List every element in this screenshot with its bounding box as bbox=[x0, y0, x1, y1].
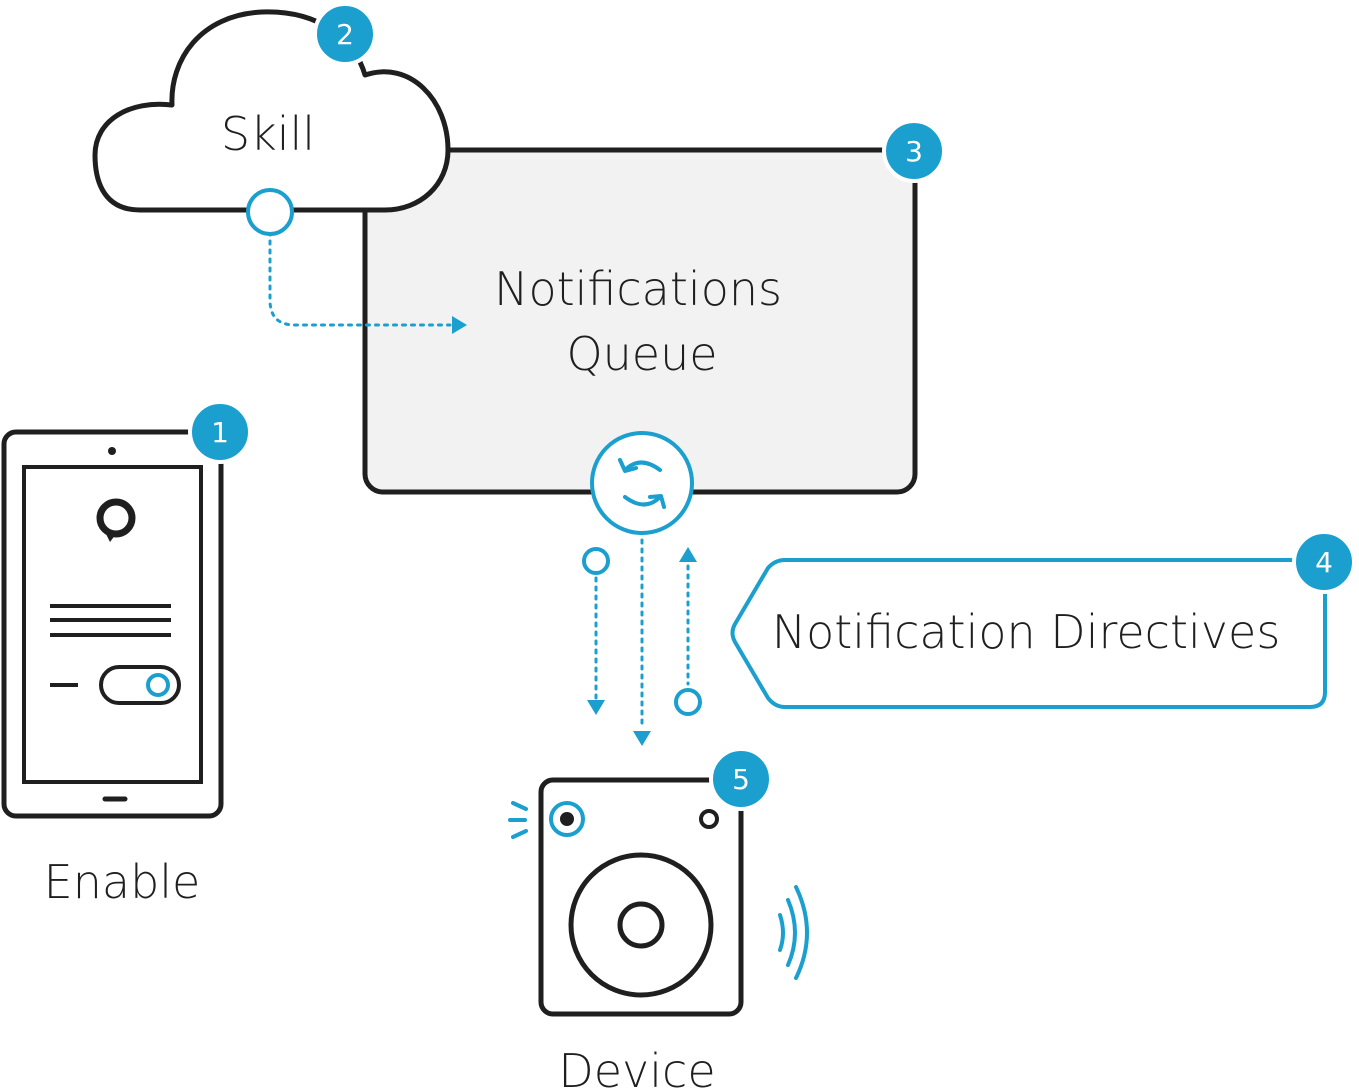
badge-5-text: 5 bbox=[732, 763, 750, 796]
badge-3: 3 bbox=[882, 119, 946, 183]
connector-right-node bbox=[674, 688, 702, 716]
badge-4: 4 bbox=[1292, 530, 1356, 594]
device-label: Device bbox=[558, 1044, 715, 1092]
tablet-camera bbox=[108, 447, 116, 455]
sync-icon bbox=[590, 431, 694, 535]
badge-1: 1 bbox=[188, 400, 252, 464]
badge-1-text: 1 bbox=[211, 416, 229, 449]
skill-to-queue-connector bbox=[246, 188, 467, 334]
queue-label-line2: Queue bbox=[566, 327, 717, 381]
device-button bbox=[699, 809, 719, 829]
badge-5: 5 bbox=[709, 747, 773, 811]
skill-to-queue-arrowhead bbox=[452, 316, 467, 334]
device-speaker-inner bbox=[617, 901, 665, 949]
notifications-queue: Notifications Queue bbox=[362, 147, 918, 495]
sync-arrowhead-bottom bbox=[648, 494, 666, 509]
tablet: Enable bbox=[1, 429, 224, 909]
tablet-toggle-knob bbox=[146, 673, 170, 697]
device-light-dot bbox=[560, 812, 574, 826]
sync-icon-circle bbox=[590, 431, 694, 535]
badge-2: 2 bbox=[313, 2, 377, 66]
enable-label: Enable bbox=[44, 855, 201, 909]
device: Device bbox=[508, 777, 809, 1092]
skill-connector-node bbox=[246, 188, 294, 236]
connector-left-node bbox=[582, 547, 610, 575]
queue-label-line1: Notifications bbox=[494, 262, 782, 316]
device-light-rays bbox=[508, 801, 528, 839]
sync-arrow-bottom bbox=[623, 495, 662, 507]
sound-waves-icon bbox=[778, 885, 809, 980]
skill-to-queue-dotted-line bbox=[268, 230, 452, 327]
tablet-screen bbox=[22, 465, 203, 784]
notification-directives-callout: Notification Directives bbox=[730, 558, 1327, 709]
badge-2-text: 2 bbox=[336, 18, 354, 51]
sync-arrow-top bbox=[623, 460, 662, 472]
queue-device-connectors bbox=[582, 538, 702, 746]
skill-label: Skill bbox=[221, 107, 315, 161]
connector-left-arrowhead bbox=[587, 700, 605, 715]
directives-label: Notification Directives bbox=[772, 605, 1281, 659]
alexa-ring-icon bbox=[96, 498, 136, 542]
skill-cloud: Skill bbox=[92, 9, 451, 213]
connector-middle-arrowhead bbox=[633, 731, 651, 746]
badge-4-text: 4 bbox=[1315, 546, 1333, 579]
sync-arrowhead-top bbox=[618, 458, 638, 473]
connector-right-arrowhead bbox=[679, 547, 697, 562]
badge-3-text: 3 bbox=[905, 135, 923, 168]
